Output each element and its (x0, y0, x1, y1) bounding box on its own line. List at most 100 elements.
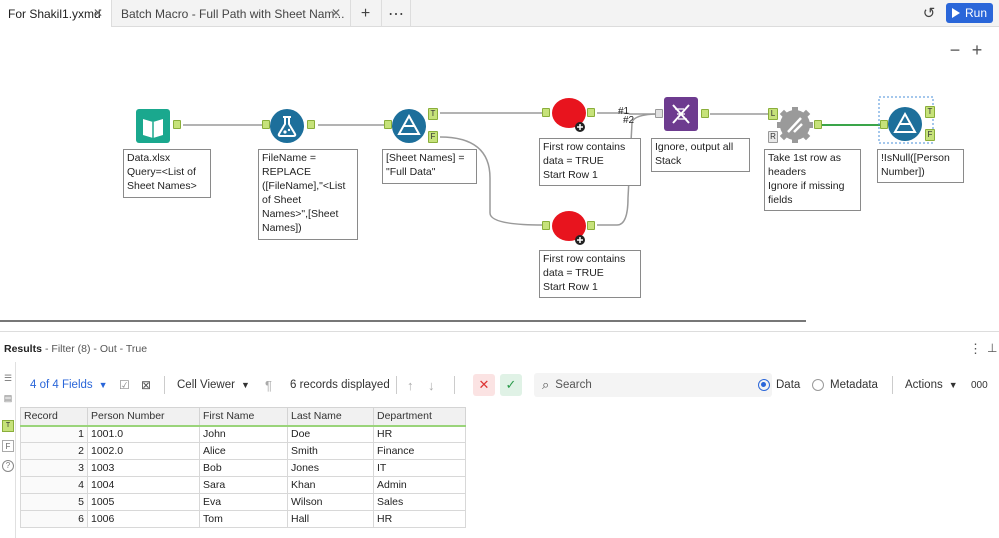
cell-viewer-dropdown[interactable]: Cell Viewer ▼ (177, 370, 250, 400)
checkbox-icon[interactable]: ☑ (119, 378, 130, 392)
metadata-radio[interactable]: Metadata (812, 370, 878, 400)
cell[interactable]: Doe (287, 425, 374, 443)
right-anchor[interactable]: R (768, 131, 778, 143)
cell[interactable]: Alice (199, 442, 288, 460)
dynamic-rename-tool[interactable] (777, 107, 813, 143)
column-header-record[interactable]: Record (20, 407, 88, 427)
cell[interactable]: Admin (373, 476, 466, 494)
actions-dropdown[interactable]: Actions ▼ (905, 370, 958, 400)
cell[interactable]: Wilson (287, 493, 374, 511)
output-anchor[interactable] (173, 120, 181, 129)
true-output-icon[interactable]: T (2, 420, 14, 432)
cell[interactable]: IT (373, 459, 466, 477)
cell[interactable]: 2 (20, 442, 88, 460)
cell[interactable]: 5 (20, 493, 88, 511)
dynamic-input-tool[interactable] (550, 97, 586, 132)
cell[interactable]: 1005 (87, 493, 200, 511)
cell[interactable]: 6 (20, 510, 88, 528)
zoom-out-button[interactable]: − (949, 39, 961, 60)
cell[interactable]: Jones (287, 459, 374, 477)
cell[interactable]: 1002.0 (87, 442, 200, 460)
filter-tool-selected[interactable] (888, 107, 922, 141)
cell[interactable]: 4 (20, 476, 88, 494)
fields-dropdown[interactable]: 4 of 4 Fields ▼ (30, 370, 108, 400)
cell[interactable]: HR (373, 510, 466, 528)
more-options-button[interactable]: 000 (971, 379, 988, 391)
cell[interactable]: 1003 (87, 459, 200, 477)
false-anchor[interactable]: F (428, 131, 438, 143)
deselect-icon[interactable]: ⊠ (141, 378, 152, 392)
dynamic-input-tool[interactable] (550, 210, 586, 245)
output-anchor[interactable] (307, 120, 315, 129)
check-icon[interactable]: ✓ (500, 374, 522, 396)
close-icon[interactable]: ✕ (330, 6, 341, 20)
data-radio[interactable]: Data (758, 370, 800, 400)
canvas-scrollbar[interactable] (0, 320, 806, 322)
cell[interactable]: Finance (373, 442, 466, 460)
cell[interactable]: 1004 (87, 476, 200, 494)
arrow-down-icon[interactable]: ↓ (428, 377, 435, 393)
column-header-last-name[interactable]: Last Name (287, 407, 374, 427)
cell[interactable]: Eva (199, 493, 288, 511)
arrow-up-icon[interactable]: ↑ (407, 377, 414, 393)
cell[interactable]: Smith (287, 442, 374, 460)
input-anchor[interactable] (880, 120, 888, 129)
output-anchor[interactable] (587, 108, 595, 117)
cell[interactable]: Khan (287, 476, 374, 494)
output-anchor[interactable] (701, 109, 709, 118)
tab-for-shakil1[interactable]: For Shakil1.yxmd ✕ (0, 0, 112, 27)
cell[interactable]: HR (373, 425, 466, 443)
input-anchor[interactable] (384, 120, 392, 129)
cell[interactable]: Sales (373, 493, 466, 511)
pin-icon[interactable]: ⊥ (987, 341, 998, 355)
output-anchor[interactable] (587, 221, 595, 230)
help-icon[interactable]: ? (2, 460, 14, 472)
cell[interactable]: 3 (20, 459, 88, 477)
input-data-tool[interactable] (136, 109, 170, 143)
table-icon[interactable]: ▤ (3, 393, 13, 403)
input-anchor[interactable] (542, 108, 550, 117)
column-header-first-name[interactable]: First Name (199, 407, 288, 427)
tab-batch-macro[interactable]: Batch Macro - Full Path with Sheet Nam..… (113, 0, 349, 27)
workflow-canvas[interactable]: − + (0, 28, 999, 328)
close-icon[interactable]: ✕ (92, 6, 103, 20)
false-output-icon[interactable]: F (2, 440, 14, 452)
close-icon[interactable]: ✕ (473, 374, 495, 396)
left-anchor[interactable]: L (768, 108, 778, 120)
formula-tool[interactable] (270, 109, 304, 143)
false-anchor[interactable]: F (925, 129, 935, 141)
panel-menu-icon[interactable]: ⋮ (969, 341, 982, 356)
zoom-in-button[interactable]: + (971, 39, 983, 60)
run-button[interactable]: Run (946, 3, 993, 23)
true-anchor[interactable]: T (428, 108, 438, 120)
cell[interactable]: Sara (199, 476, 288, 494)
cell[interactable]: 1 (20, 425, 88, 443)
cell[interactable]: Bob (199, 459, 288, 477)
column-header-person-number[interactable]: Person Number (87, 407, 200, 427)
cell[interactable]: Tom (199, 510, 288, 528)
column-header-department[interactable]: Department (373, 407, 466, 427)
history-icon[interactable]: ↺ (922, 5, 936, 22)
cell[interactable]: 1001.0 (87, 425, 200, 443)
input-anchor[interactable] (262, 120, 270, 129)
search-input[interactable]: ⌕ Search (534, 373, 772, 397)
cell[interactable]: Hall (287, 510, 374, 528)
new-tab-button[interactable]: + (350, 0, 380, 27)
true-anchor[interactable]: T (925, 106, 935, 118)
input-anchor[interactable] (655, 109, 663, 118)
union-tool[interactable] (664, 97, 698, 131)
list-icon[interactable]: ☰ (3, 373, 13, 383)
output-anchor[interactable] (814, 120, 822, 129)
filter-tool[interactable] (392, 109, 426, 143)
panel-divider[interactable] (0, 331, 999, 332)
more-tabs-button[interactable]: ⋯ (381, 0, 411, 27)
cell[interactable]: 1006 (87, 510, 200, 528)
cell[interactable]: John (199, 425, 288, 443)
input-anchor[interactable] (542, 221, 550, 230)
